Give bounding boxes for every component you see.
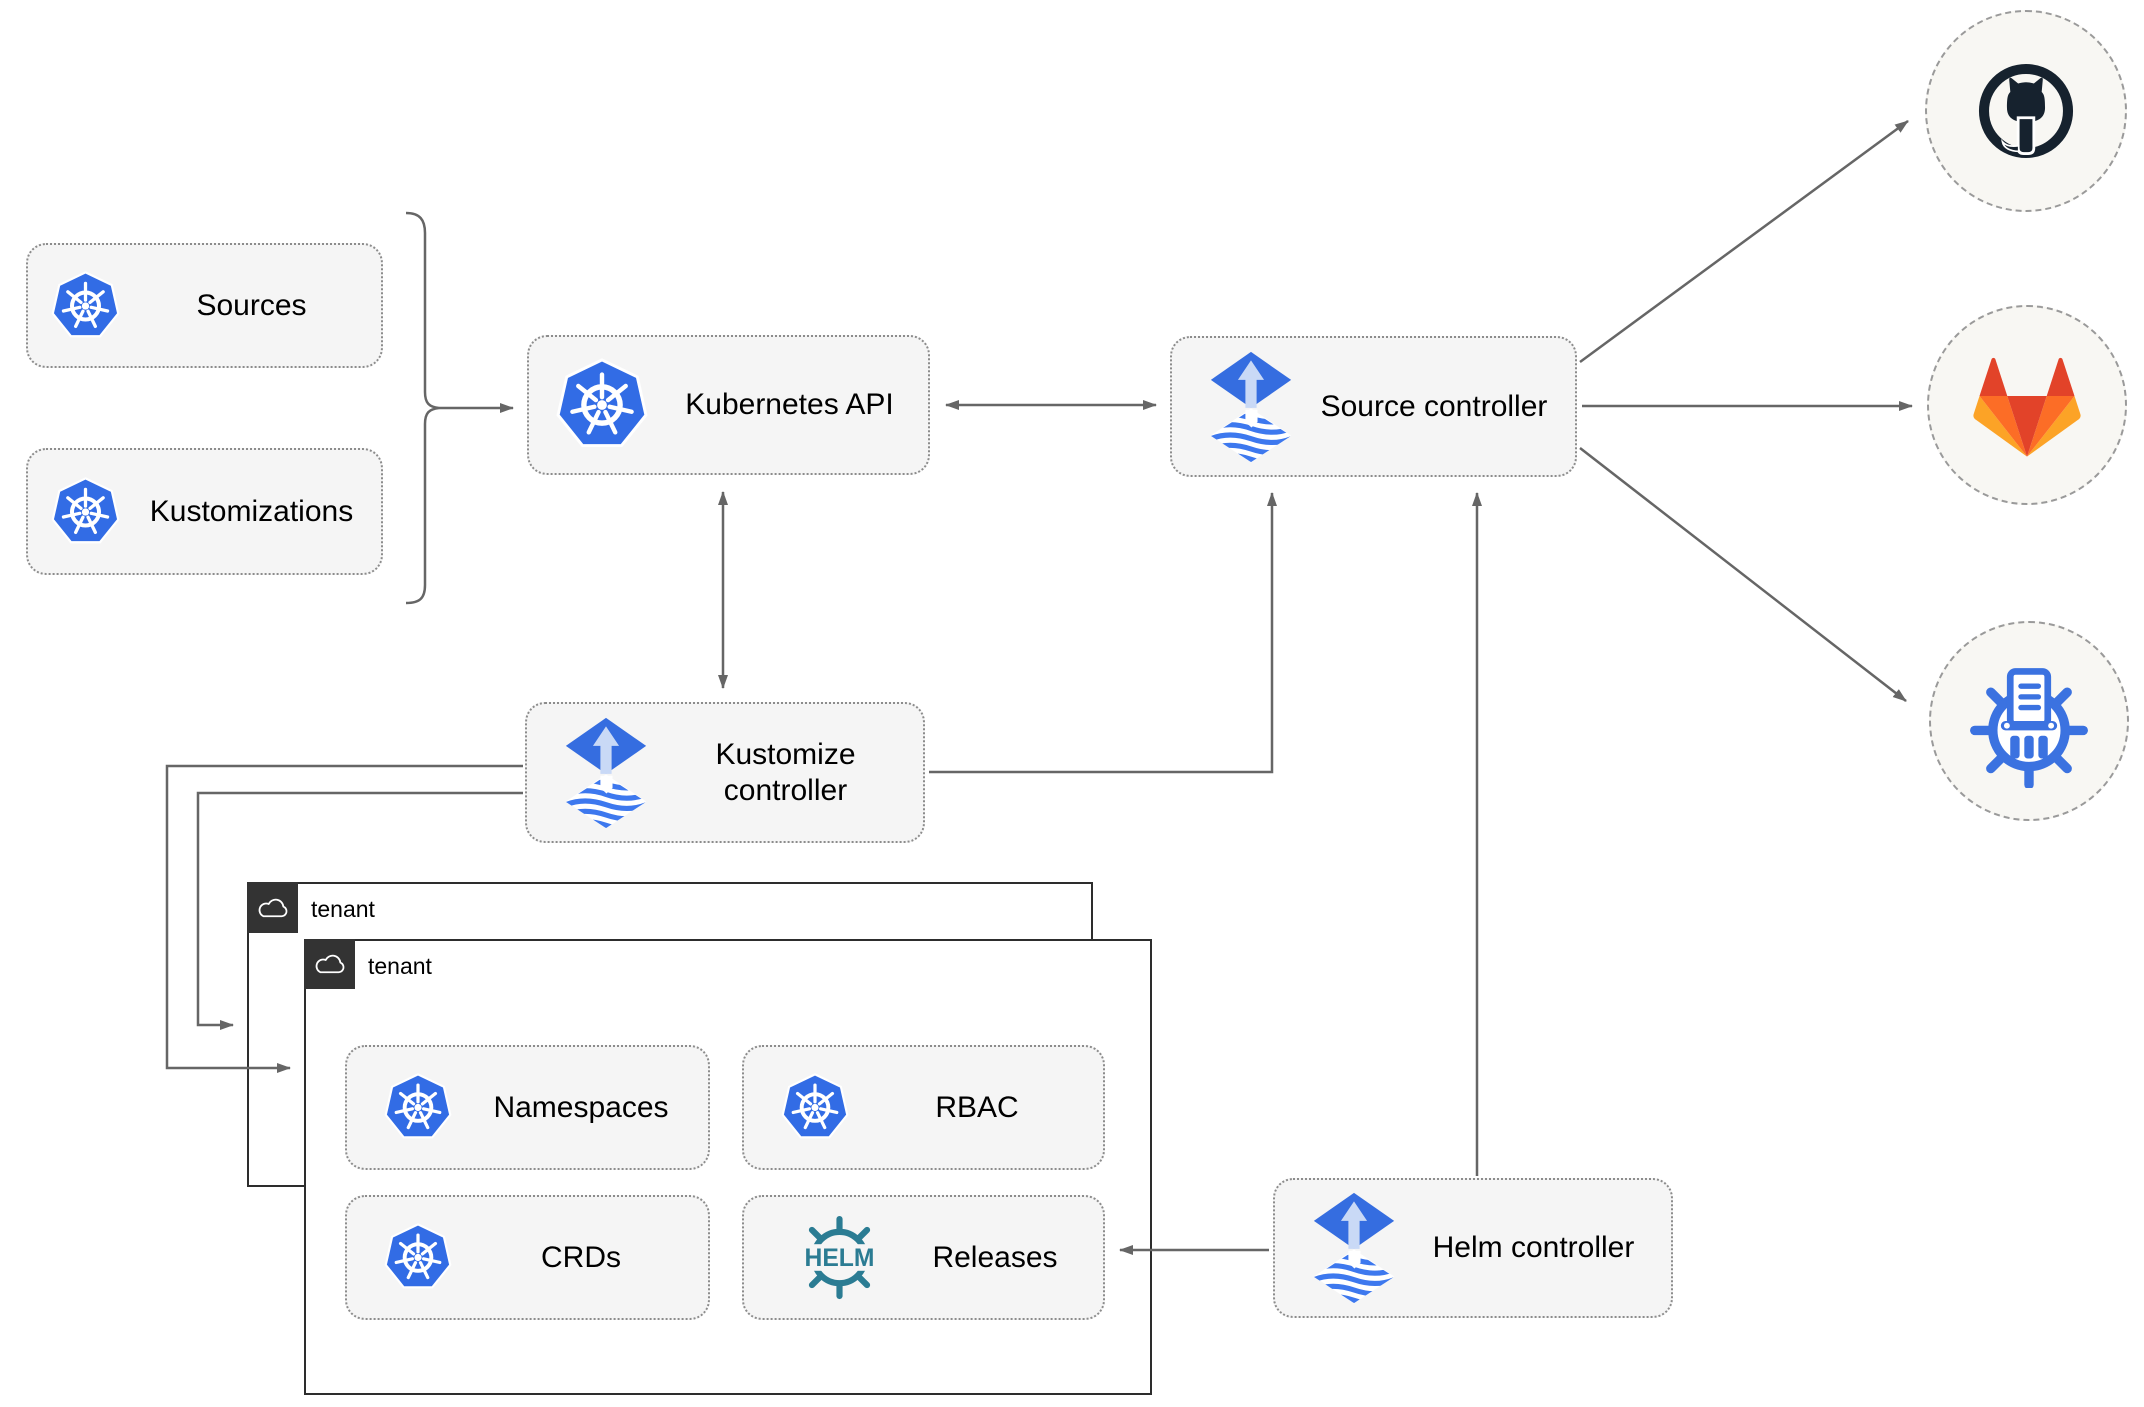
flux-icon [564, 717, 648, 829]
chartmuseum-icon [1970, 668, 2088, 788]
flux-icon [1312, 1192, 1396, 1304]
node-label: Helm controller [1432, 1231, 1635, 1264]
kubernetes-icon [553, 354, 651, 456]
kubernetes-icon [49, 474, 122, 550]
node-namespaces: Namespaces [345, 1045, 710, 1170]
bracket-sources-group [405, 211, 440, 605]
tenant-front-label: tenant [368, 953, 432, 979]
tenant-back-label: tenant [311, 896, 375, 922]
tenant-front-tab [304, 939, 355, 989]
node-label: Sources [196, 288, 307, 322]
node-rbac: RBAC [742, 1045, 1105, 1170]
node-label: Namespaces [493, 1090, 669, 1124]
node-releases: HELM Releases [742, 1195, 1105, 1320]
node-crds: CRDs [345, 1195, 710, 1320]
kubernetes-icon [49, 268, 122, 344]
cloud-icon [312, 951, 348, 977]
helm-icon-text: HELM [805, 1245, 875, 1272]
cloud-icon [255, 895, 291, 921]
node-helm-controller: Helm controller [1273, 1178, 1673, 1318]
node-label: CRDs [541, 1240, 621, 1274]
tenant-back-tab [247, 882, 298, 933]
kubernetes-icon [382, 1220, 454, 1295]
node-label: Kubernetes API [685, 388, 894, 421]
kubernetes-icon [779, 1070, 851, 1145]
node-sources: Sources [26, 243, 383, 368]
gitlab-icon [1973, 357, 2081, 457]
node-label: Releases [932, 1240, 1058, 1274]
node-label: Kustomize controller [715, 737, 856, 807]
github-icon [1978, 63, 2074, 159]
node-kustomize-controller: Kustomize controller [525, 702, 925, 843]
flux-icon [1209, 351, 1293, 463]
external-gitlab [1927, 305, 2127, 505]
node-label: Kustomizations [149, 494, 354, 528]
node-label: Source controller [1320, 389, 1548, 423]
external-github [1925, 10, 2127, 212]
edge-source-to-github [1579, 119, 1909, 364]
node-label: RBAC [935, 1090, 1019, 1124]
edge-kustomize-to-source-controller [929, 492, 1277, 774]
node-kustomizations: Kustomizations [26, 448, 383, 575]
edge-source-to-chartmuseum [1579, 447, 1907, 702]
node-source-controller: Source controller [1170, 336, 1577, 477]
kubernetes-icon [382, 1070, 454, 1145]
external-chartmuseum [1929, 621, 2129, 821]
helm-icon: HELM [792, 1215, 887, 1300]
node-kubernetes-api: Kubernetes API [527, 335, 930, 475]
